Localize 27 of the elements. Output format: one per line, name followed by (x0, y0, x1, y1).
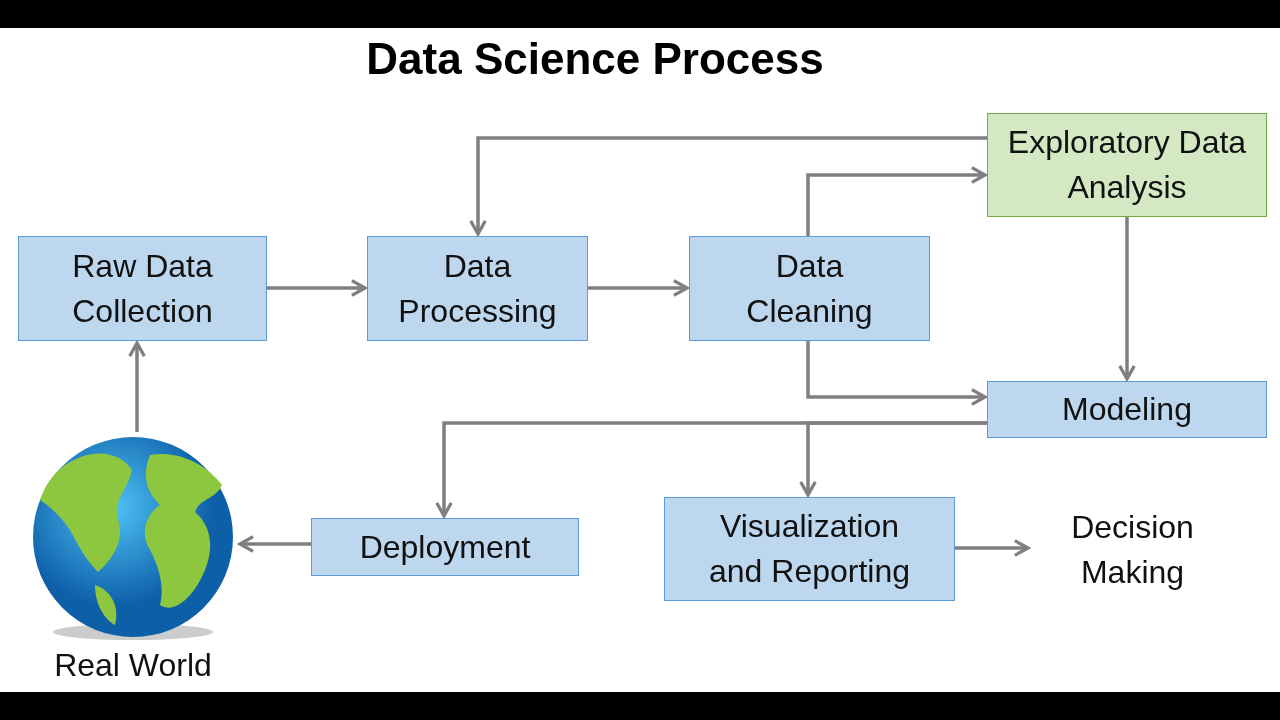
title: Data Science Process (365, 34, 825, 84)
arrow (799, 421, 987, 497)
process-box (987, 381, 1267, 438)
process-box (367, 236, 588, 341)
process-box (311, 518, 579, 576)
node-label: Real World (54, 646, 212, 685)
arrow (806, 166, 987, 236)
node-label: Modeling (1062, 390, 1192, 429)
arrow (588, 279, 689, 297)
process-box (18, 236, 267, 341)
node-label: Raw Data Collection (71, 246, 214, 331)
node-label: Exploratory Data Analysis (1007, 123, 1247, 207)
node-label: Data Cleaning (745, 246, 874, 331)
node-label: Deployment (359, 527, 531, 567)
process-box (689, 236, 930, 341)
node-label: Visualization and Reporting (708, 507, 911, 591)
arrow (238, 535, 311, 553)
arrow (267, 279, 367, 297)
arrow (955, 539, 1030, 557)
process-box (664, 497, 955, 601)
arrow (1118, 217, 1136, 381)
node-label: Decision Making (1070, 508, 1195, 592)
arrow (128, 341, 146, 432)
arrow (806, 341, 987, 406)
process-box (987, 113, 1267, 217)
arrow (469, 136, 987, 236)
node-label: Data Processing (397, 246, 558, 331)
